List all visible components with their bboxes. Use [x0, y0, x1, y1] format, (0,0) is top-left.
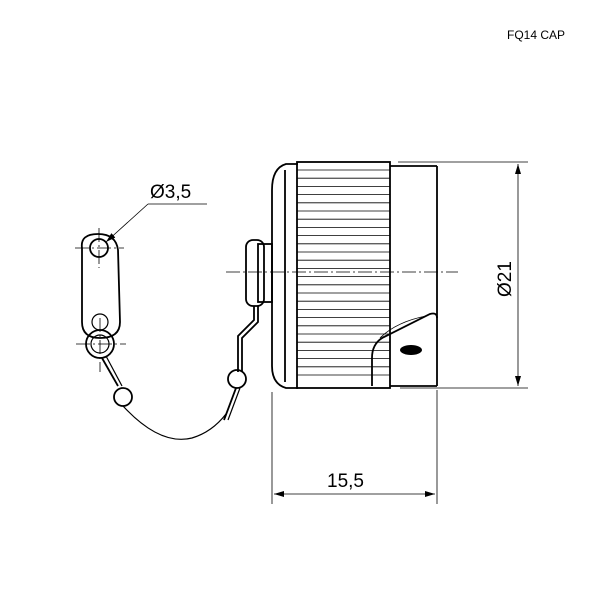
- knurled-grip: [297, 169, 390, 376]
- drawing-title: FQ14 CAP: [507, 28, 565, 42]
- hole-diameter-label: Ø3,5: [150, 182, 191, 203]
- vent-hole: [400, 345, 422, 355]
- chain-mount: [237, 239, 273, 372]
- chain-ball-left: [113, 387, 133, 407]
- dimension-length: 15,5: [271, 390, 438, 504]
- length-label: 15,5: [327, 471, 364, 492]
- tether-chain: [101, 355, 247, 440]
- chain-ball-right: [227, 369, 247, 389]
- dimension-body-diameter: Ø21: [398, 161, 528, 389]
- dimension-hole-diameter: Ø3,5: [105, 182, 207, 243]
- body-diameter-label: Ø21: [495, 261, 516, 297]
- ring-lug: [75, 228, 126, 372]
- cap-rear-body: [371, 165, 438, 387]
